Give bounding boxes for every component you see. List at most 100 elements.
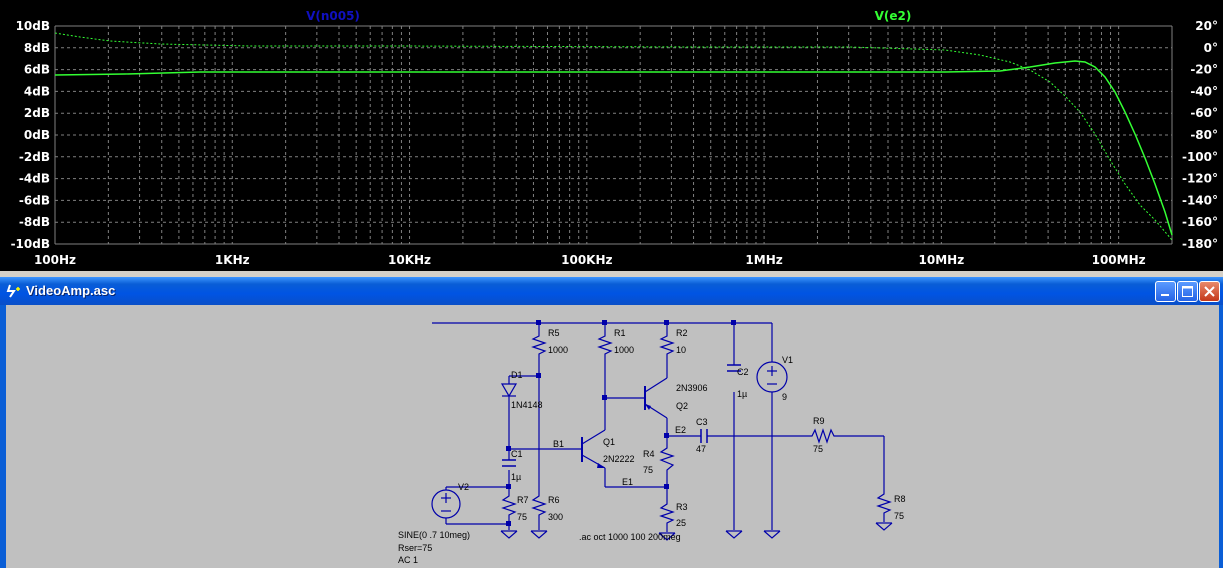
r6-value[interactable]: 300 (548, 512, 563, 522)
c3-name[interactable]: C3 (696, 417, 708, 427)
r8-value[interactable]: 75 (894, 511, 904, 521)
left-tick-label: -6dB (19, 193, 50, 207)
wires (432, 322, 885, 532)
r8-name[interactable]: R8 (894, 494, 906, 504)
left-tick-label: 8dB (24, 41, 50, 55)
right-tick-label: -60° (1190, 106, 1218, 120)
r5-value[interactable]: 1000 (548, 345, 568, 355)
c2-name[interactable]: C2 (737, 367, 749, 377)
resistor-symbols (501, 332, 892, 526)
trace-label-vn005[interactable]: V(n005) (306, 9, 360, 23)
left-tick-label: 10dB (16, 19, 50, 33)
close-button[interactable] (1199, 281, 1220, 302)
trace-label-ve2[interactable]: V(e2) (875, 9, 912, 23)
r7-value[interactable]: 75 (517, 512, 527, 522)
r5-name[interactable]: R5 (548, 328, 560, 338)
x-tick-label: 1MHz (745, 253, 782, 267)
q2-emitter-arrow-icon (645, 404, 651, 410)
left-tick-label: 0dB (24, 128, 50, 142)
right-tick-label: -160° (1182, 215, 1218, 229)
right-tick-label: -20° (1190, 63, 1218, 77)
c1-name[interactable]: C1 (511, 449, 523, 459)
schematic-canvas[interactable]: R5 1000 R1 1000 R2 10 D1 1N4148 C1 1µ C2… (6, 305, 1219, 568)
junction-dots (506, 320, 736, 526)
voltage-source-v1-icon (756, 361, 788, 393)
pane-splitter[interactable] (0, 271, 1223, 277)
v2-name[interactable]: V2 (458, 482, 469, 492)
right-tick-label: -120° (1182, 172, 1218, 186)
left-tick-label: 6dB (24, 63, 50, 77)
v1-value[interactable]: 9 (782, 392, 787, 402)
c3-value[interactable]: 47 (696, 444, 706, 454)
schematic-window: VideoAmp.asc (0, 277, 1223, 568)
right-tick-label: -80° (1190, 128, 1218, 142)
r1-name[interactable]: R1 (614, 328, 626, 338)
maximize-button[interactable] (1177, 281, 1198, 302)
q1-name[interactable]: Q1 (603, 437, 615, 447)
d1-value[interactable]: 1N4148 (511, 400, 543, 410)
transistor-symbols (581, 386, 646, 462)
r4-value[interactable]: 75 (643, 465, 653, 475)
r7-name[interactable]: R7 (517, 495, 529, 505)
left-tick-label: 4dB (24, 84, 50, 98)
close-icon (1204, 286, 1215, 297)
x-tick-label: 10MHz (919, 253, 965, 267)
c1-value[interactable]: 1µ (511, 472, 521, 482)
left-tick-label: 2dB (24, 106, 50, 120)
r2-name[interactable]: R2 (676, 328, 688, 338)
r1-value[interactable]: 1000 (614, 345, 634, 355)
net-label-b1[interactable]: B1 (553, 439, 564, 449)
spice-directive[interactable]: .ac oct 1000 100 200meg (579, 532, 681, 542)
minimize-button[interactable] (1155, 281, 1176, 302)
right-tick-label: 20° (1195, 19, 1218, 33)
net-label-e2[interactable]: E2 (675, 425, 686, 435)
x-tick-label: 100MHz (1092, 253, 1146, 267)
right-tick-label: -140° (1182, 193, 1218, 207)
r6-name[interactable]: R6 (548, 495, 560, 505)
q1-value[interactable]: 2N2222 (603, 454, 635, 464)
plot-grid (54, 25, 1173, 245)
left-tick-label: -4dB (19, 172, 50, 186)
x-tick-label: 10KHz (388, 253, 431, 267)
maximize-icon (1182, 286, 1193, 297)
right-tick-label: -100° (1182, 150, 1218, 164)
ground-icon (875, 522, 893, 531)
v1-name[interactable]: V1 (782, 355, 793, 365)
right-tick-label: -40° (1190, 84, 1218, 98)
d1-name[interactable]: D1 (511, 370, 523, 380)
ground-icon (763, 530, 781, 539)
v2-spec-line-1[interactable]: SINE(0 .7 10meg) (398, 530, 470, 540)
window-titlebar[interactable]: VideoAmp.asc (0, 277, 1223, 305)
r9-name[interactable]: R9 (813, 416, 825, 426)
v2-spec-line-3[interactable]: AC 1 (398, 555, 418, 565)
q1-emitter-arrow-icon (597, 463, 605, 468)
q2-name[interactable]: Q2 (676, 401, 688, 411)
voltage-source-v2-icon (431, 489, 461, 519)
r3-name[interactable]: R3 (676, 502, 688, 512)
ltspice-app-icon[interactable] (6, 283, 22, 299)
phase-trace (54, 32, 1173, 241)
r9-value[interactable]: 75 (813, 444, 823, 454)
r2-value[interactable]: 10 (676, 345, 686, 355)
r3-value[interactable]: 25 (676, 518, 686, 528)
right-tick-label: -180° (1182, 237, 1218, 251)
c2-value[interactable]: 1µ (737, 389, 747, 399)
q2-value[interactable]: 2N3906 (676, 383, 708, 393)
left-tick-label: -8dB (19, 215, 50, 229)
window-title: VideoAmp.asc (26, 283, 116, 298)
ground-icon (500, 530, 518, 539)
ground-icon (530, 530, 548, 539)
magnitude-trace (54, 60, 1173, 236)
right-axis: 20° 0° -20° -40° -60° -80° -100° -120° -140° -160… (1182, 19, 1218, 251)
diode-d1-icon (500, 383, 518, 398)
net-label-e1[interactable]: E1 (622, 477, 633, 487)
r4-name[interactable]: R4 (643, 449, 655, 459)
v2-spec-line-2[interactable]: Rser=75 (398, 543, 432, 553)
left-tick-label: -2dB (19, 150, 50, 164)
x-tick-label: 100Hz (34, 253, 76, 267)
right-tick-label: 0° (1204, 41, 1218, 55)
minimize-icon (1161, 294, 1169, 296)
